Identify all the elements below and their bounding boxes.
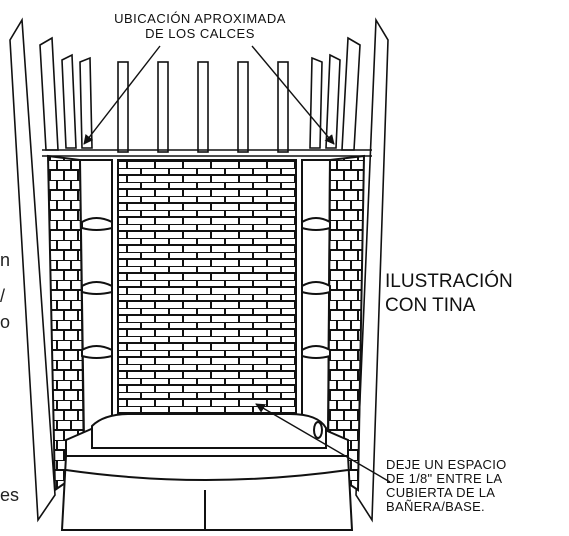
stud-right-3: [325, 53, 341, 149]
stud-left-4: [79, 56, 93, 149]
shim-location-line-1: UBICACIÓN APROXIMADA: [114, 11, 286, 26]
leader-shim-left: [83, 45, 161, 145]
stud-right-4: [309, 56, 323, 149]
right-corner-column: [301, 159, 332, 443]
gap-instruction-line-1: DEJE UN ESPACIO: [386, 457, 507, 472]
shim-location-line-2: DE LOS CALCES: [145, 26, 255, 41]
right-wall-tiles: [326, 154, 366, 492]
gap-instruction-label: DEJE UN ESPACIO DE 1/8" ENTRE LA CUBIERT…: [386, 458, 507, 514]
left-corner-column: [78, 159, 113, 442]
back-wall-tiles: [117, 159, 297, 423]
stud-back-3: [197, 61, 209, 153]
shelf-left-2: [81, 281, 113, 295]
stud-left-2: [39, 36, 59, 151]
stud-left-outer: [9, 17, 56, 523]
illustration-line-2: CON TINA: [385, 295, 476, 316]
stud-back-2: [157, 61, 169, 153]
illustration-label: ILUSTRACIÓN CON TINA: [385, 272, 513, 320]
edge-fragment-1: n: [0, 250, 11, 270]
gap-instruction-line-4: BAÑERA/BASE.: [386, 499, 485, 514]
edge-fragment-2: /: [0, 286, 6, 306]
edge-fragment-4: es: [0, 485, 20, 505]
leader-shim-right: [251, 45, 335, 145]
edge-fragment-3: o: [0, 312, 11, 332]
leader-gap: [255, 403, 391, 483]
tub-basin: [91, 413, 327, 449]
stud-back-4: [237, 61, 249, 153]
shelf-left-1: [81, 217, 113, 231]
shelf-left-3: [81, 345, 113, 359]
tub-drain: [313, 421, 323, 439]
stud-right-2: [341, 36, 361, 151]
stud-back-5: [277, 61, 289, 153]
shim-location-label: UBICACIÓN APROXIMADA DE LOS CALCES: [60, 12, 340, 42]
tub-apron: [60, 455, 354, 531]
shelf-right-2: [301, 281, 331, 295]
stud-left-3: [61, 53, 77, 149]
stud-right-outer: [355, 17, 389, 523]
shelf-right-3: [301, 345, 331, 359]
illustration-line-1: ILUSTRACIÓN: [385, 271, 513, 292]
shelf-right-1: [301, 217, 331, 231]
gap-instruction-line-3: CUBIERTA DE LA: [386, 485, 496, 500]
stud-back-1: [117, 61, 129, 153]
gap-instruction-line-2: DE 1/8" ENTRE LA: [386, 471, 503, 486]
